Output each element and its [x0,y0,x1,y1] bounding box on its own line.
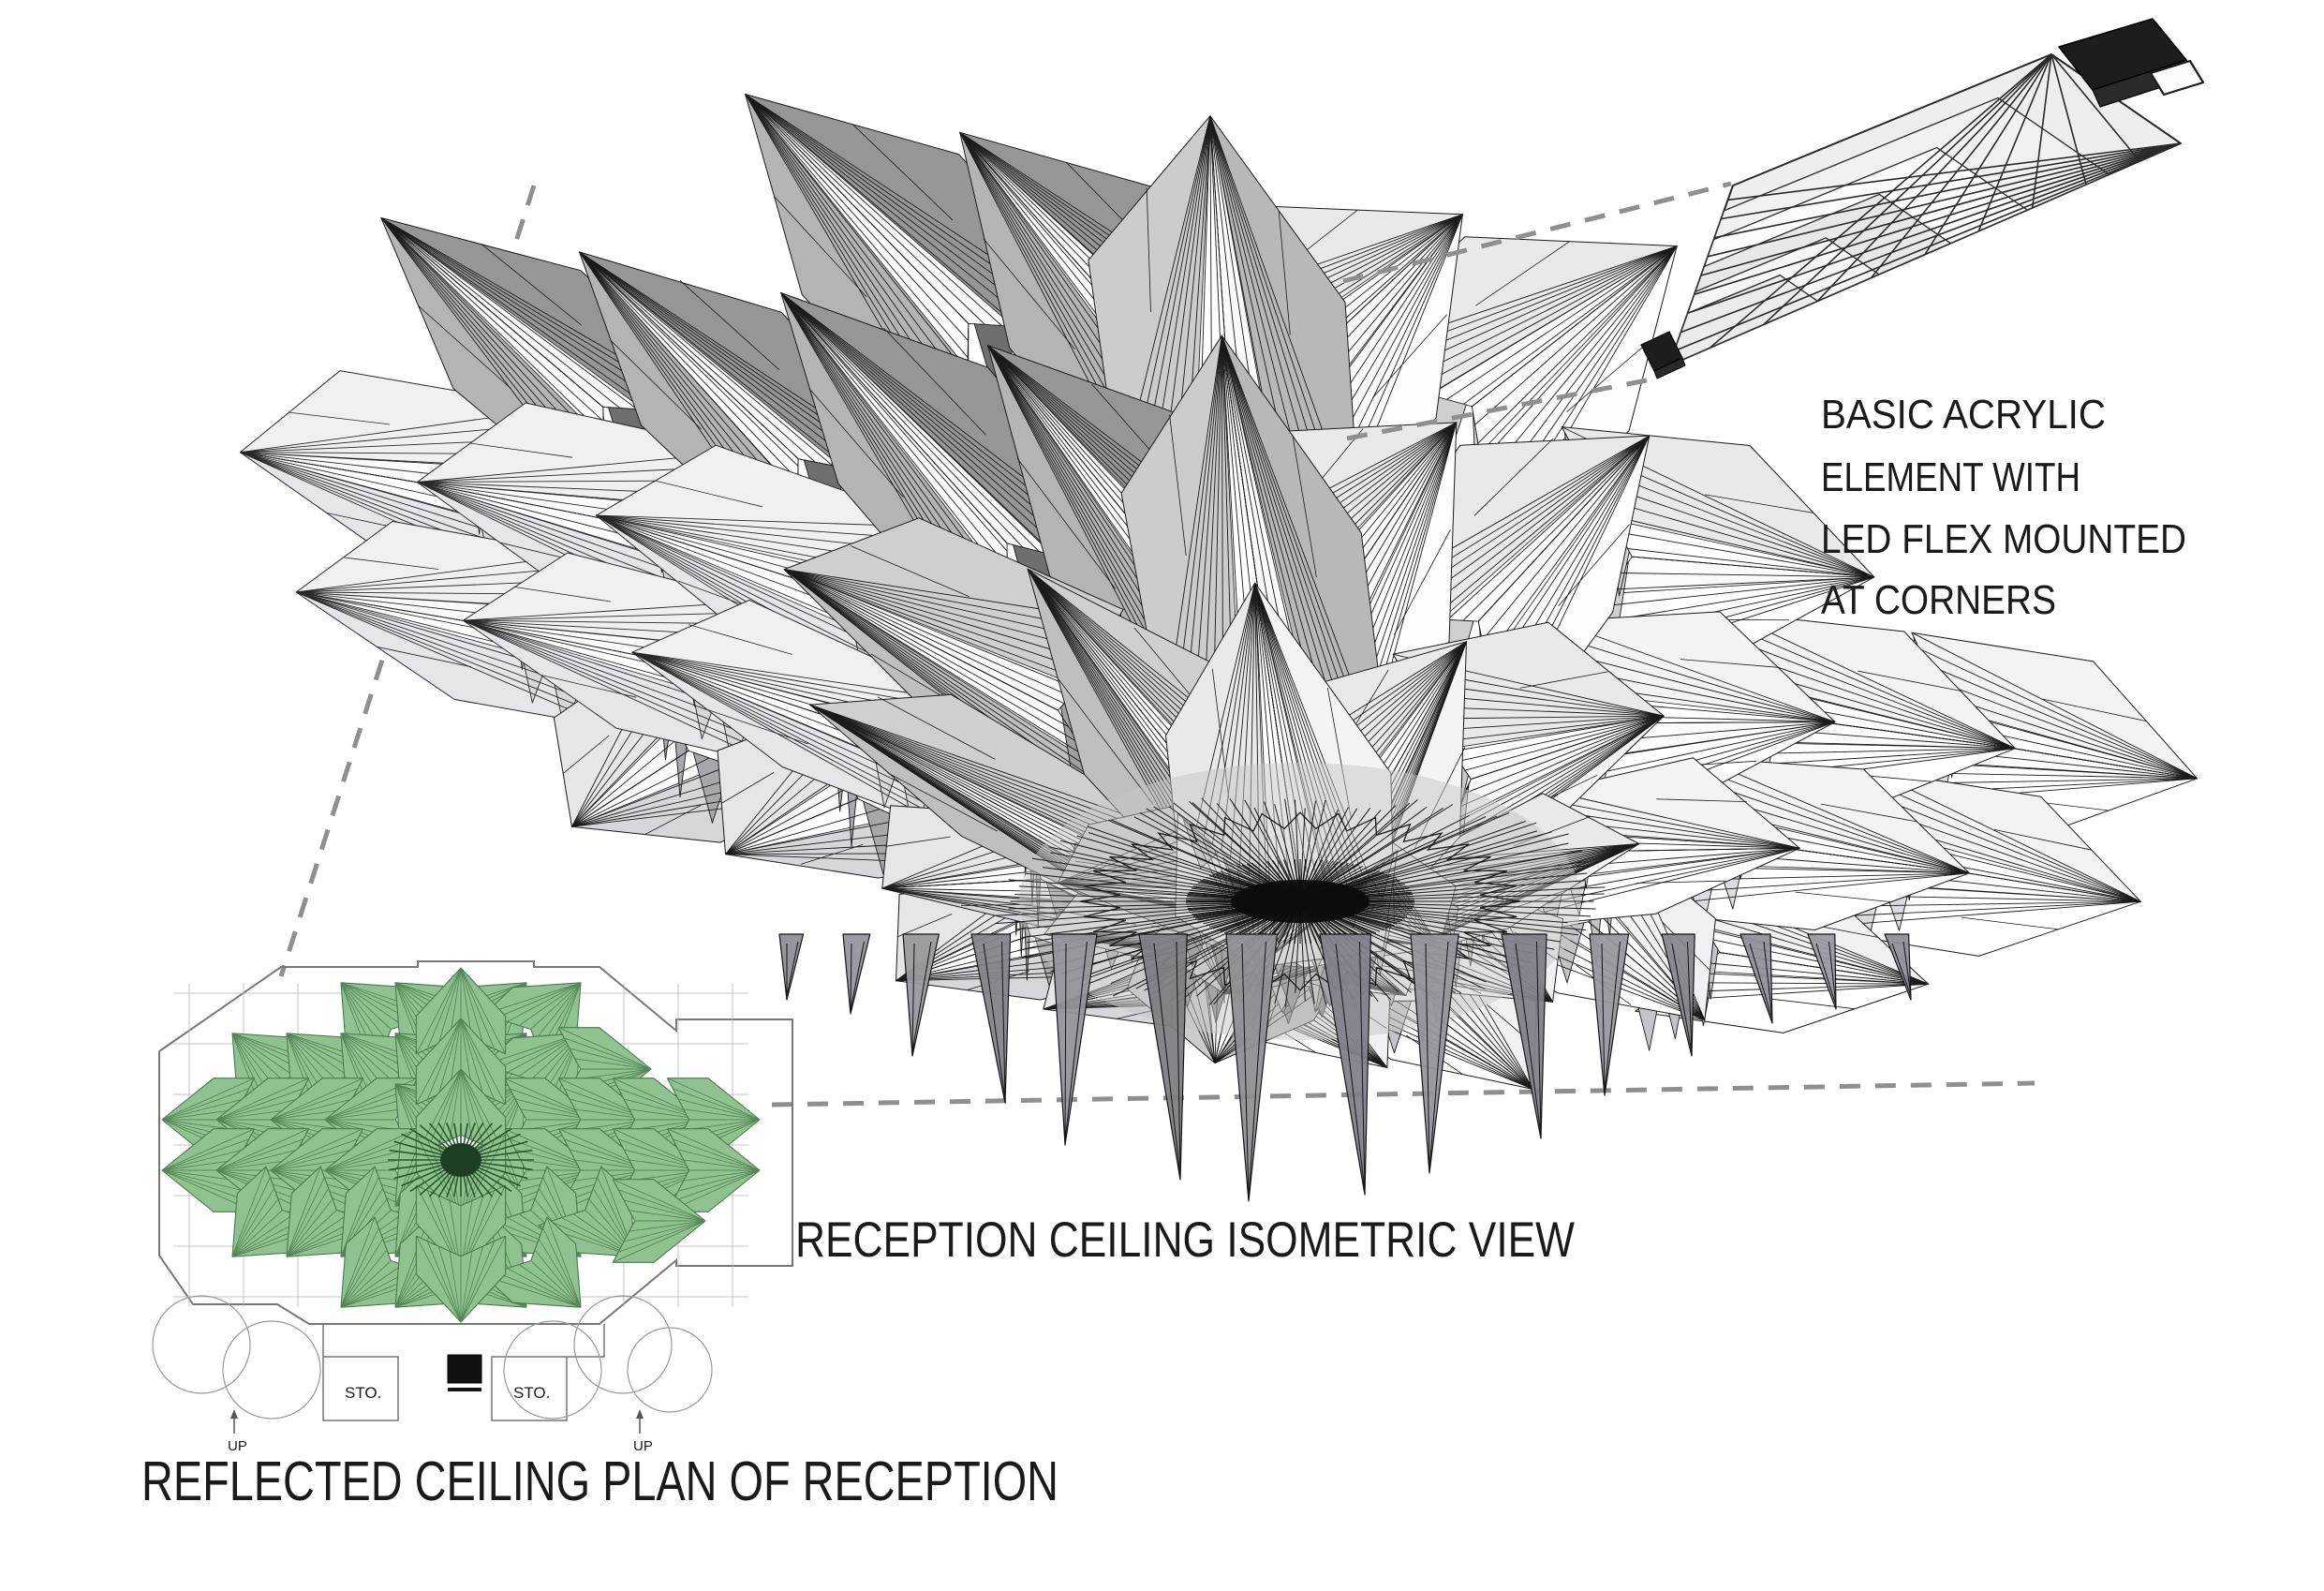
svg-text:UP: UP [228,1438,247,1454]
svg-text:STO.: STO. [345,1384,381,1402]
svg-text:REFLECTED CEILING PLAN OF RECE: REFLECTED CEILING PLAN OF RECEPTION [141,1450,1058,1512]
svg-text:STO.: STO. [513,1384,550,1402]
svg-text:ELEMENT WITH: ELEMENT WITH [1821,454,2080,500]
svg-text:UP: UP [633,1438,653,1454]
svg-text:LED FLEX MOUNTED: LED FLEX MOUNTED [1821,516,2186,562]
svg-text:AT CORNERS: AT CORNERS [1821,577,2056,623]
svg-text:RECEPTION CEILING ISOMETRIC VI: RECEPTION CEILING ISOMETRIC VIEW [795,1212,1575,1268]
svg-text:BASIC ACRYLIC: BASIC ACRYLIC [1821,392,2106,438]
